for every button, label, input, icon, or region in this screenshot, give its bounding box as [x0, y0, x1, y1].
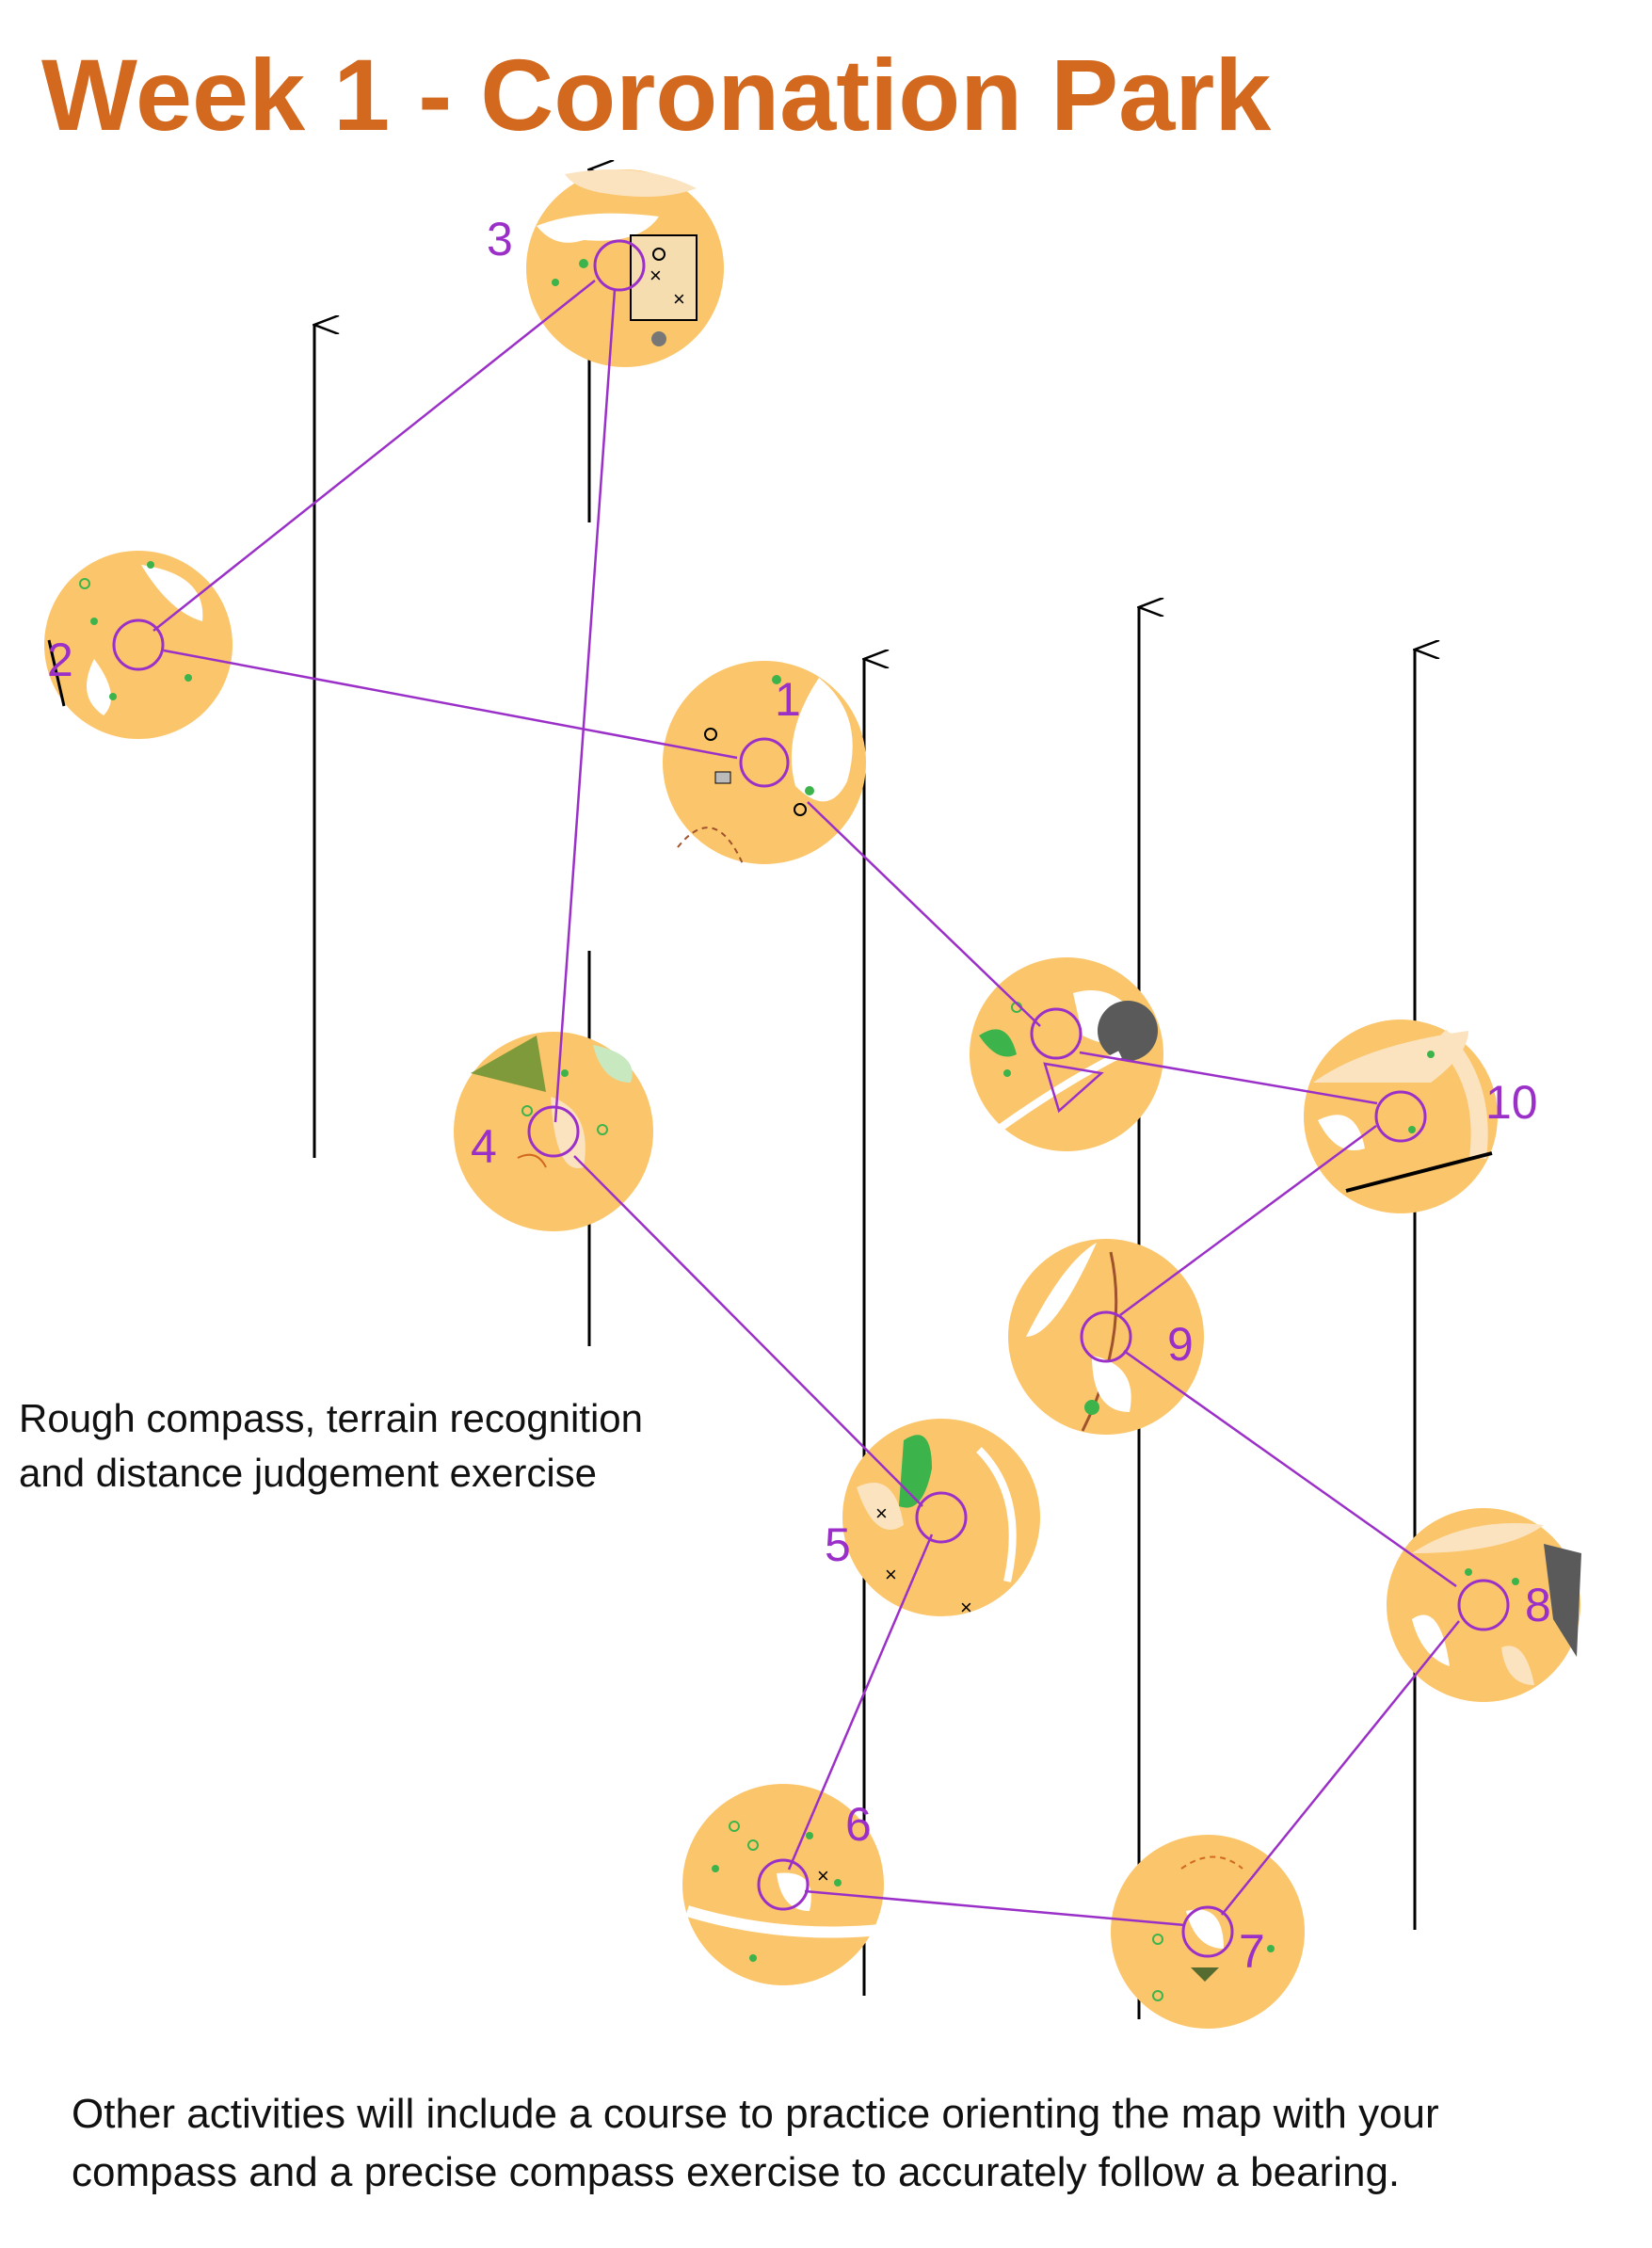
svg-text:×: × [650, 264, 662, 287]
footer-note: Other activities will include a course t… [72, 2085, 1439, 2202]
control-circle-2 [112, 618, 165, 671]
map-extract-9 [1008, 1239, 1204, 1435]
footer-note-line-1: Other activities will include a course t… [72, 2091, 1439, 2137]
control-circle-10 [1374, 1090, 1427, 1143]
exercise-description-line-1: Rough compass, terrain recognition [19, 1396, 644, 1440]
control-circle-5 [915, 1491, 968, 1544]
control-circle-7 [1181, 1905, 1234, 1958]
start-triangle [1043, 1062, 1104, 1114]
control-circle-extra [1030, 1007, 1083, 1060]
footer-note-line-2: compass and a precise compass exercise t… [72, 2149, 1401, 2195]
course-leg [787, 1533, 934, 1871]
svg-text:×: × [673, 287, 685, 311]
map-extract-3: × × [526, 169, 724, 367]
map-extract-10 [1304, 1020, 1498, 1213]
course-leg [573, 1155, 923, 1507]
control-label-2: 2 [47, 634, 73, 686]
course-leg [804, 1889, 1186, 1927]
map-extracts: × × × × × [44, 169, 1581, 2029]
control-labels: 1 2 3 4 5 6 7 8 9 10 [47, 213, 1551, 1978]
map-extract-1 [663, 661, 866, 867]
control-label-4: 4 [471, 1120, 497, 1173]
control-circle-1 [739, 737, 790, 788]
map-extract-5: × × × [842, 1419, 1040, 1619]
control-label-3: 3 [487, 213, 513, 265]
control-label-5: 5 [825, 1518, 851, 1571]
course-leg [1221, 1620, 1460, 1916]
map-extract-7 [1111, 1835, 1305, 2029]
control-circle-8 [1457, 1579, 1510, 1631]
exercise-description: Rough compass, terrain recognition and d… [19, 1391, 643, 1501]
svg-text:×: × [875, 1501, 888, 1525]
control-circle-9 [1080, 1310, 1132, 1363]
svg-text:×: × [817, 1864, 829, 1887]
course-leg [1123, 1349, 1457, 1588]
course-leg [152, 280, 596, 632]
course-legs [152, 280, 1460, 1927]
course-leg [553, 289, 617, 1123]
course-leg [1079, 1051, 1378, 1105]
svg-text:×: × [960, 1596, 972, 1619]
control-label-6: 6 [845, 1798, 872, 1851]
control-circles [112, 239, 1510, 1958]
svg-text:×: × [885, 1563, 897, 1586]
exercise-description-line-2: and distance judgement exercise [19, 1451, 598, 1495]
course-leg [807, 801, 1041, 1027]
control-circle-3 [593, 239, 646, 292]
course-leg [163, 649, 738, 760]
map-extract-8 [1387, 1508, 1581, 1702]
map-extract-4 [454, 1032, 653, 1231]
page-title: Week 1 - Coronation Park [41, 38, 1272, 152]
control-label-1: 1 [775, 673, 801, 726]
control-label-10: 10 [1485, 1076, 1538, 1129]
course-leg [1119, 1124, 1377, 1317]
map-extract-2 [44, 551, 233, 739]
control-label-9: 9 [1167, 1318, 1194, 1371]
control-label-7: 7 [1239, 1925, 1265, 1978]
control-circle-4 [527, 1105, 580, 1158]
control-label-8: 8 [1525, 1579, 1551, 1631]
map-extract-6: × [682, 1784, 884, 1985]
control-circle-6 [757, 1858, 810, 1911]
